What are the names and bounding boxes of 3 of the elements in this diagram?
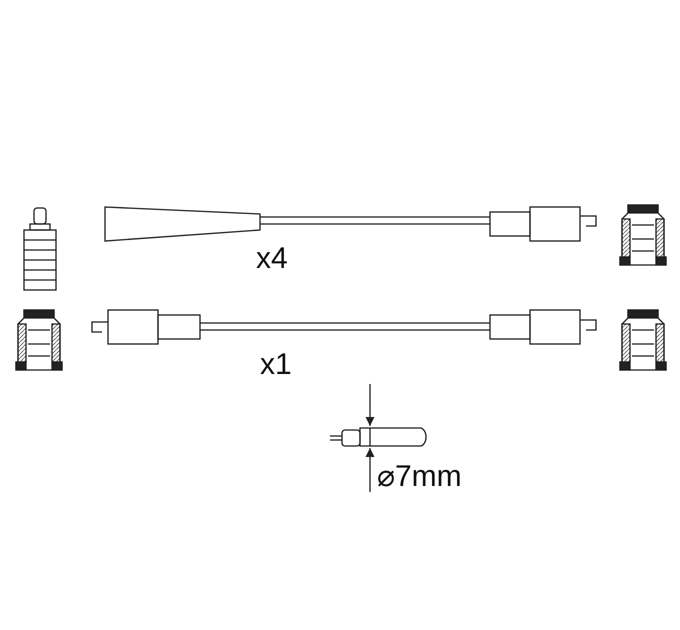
diameter-dimension: ⌀7mm: [377, 462, 462, 492]
quantity-label: x1: [260, 350, 292, 380]
quantity-label: x4: [256, 244, 288, 274]
